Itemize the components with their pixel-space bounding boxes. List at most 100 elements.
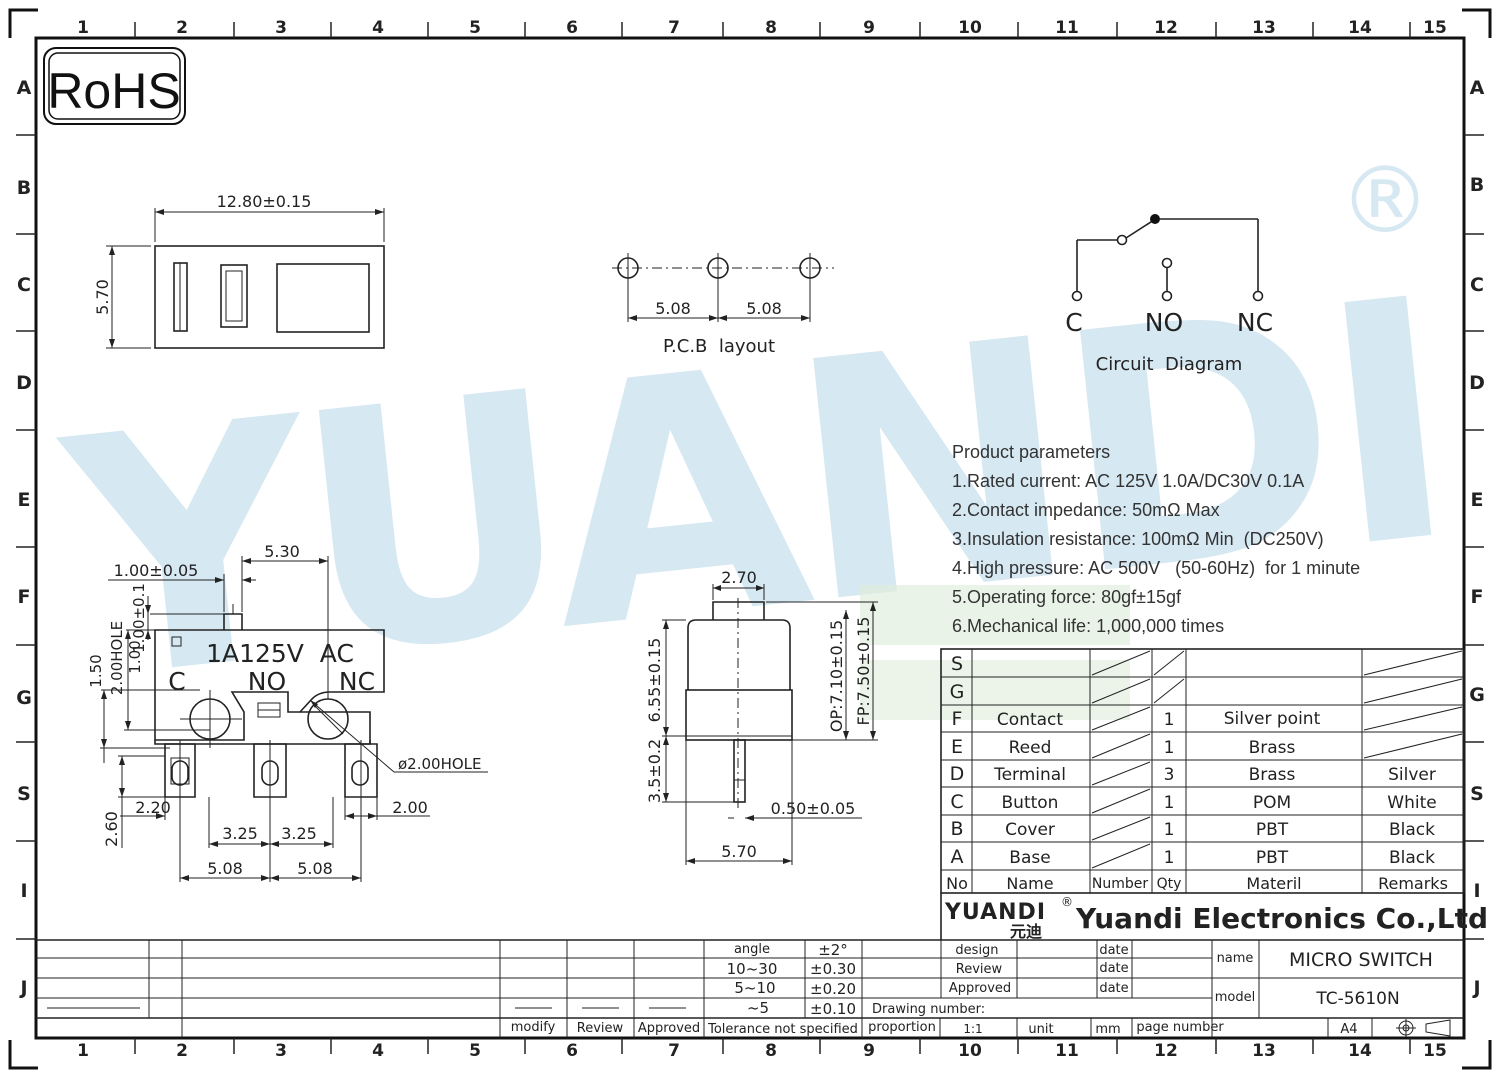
bom-no: D <box>950 763 965 785</box>
bom-material: Brass <box>1249 765 1296 785</box>
circuit-title: Circuit Diagram <box>1096 354 1243 375</box>
bom-qty: 1 <box>1164 848 1175 868</box>
column-label: 13 <box>1252 1041 1276 1061</box>
column-label: 15 <box>1423 1041 1447 1061</box>
dim-508-right: 5.08 <box>297 859 333 878</box>
circuit-c-label: C <box>1065 308 1082 337</box>
projection-symbol-icon <box>1396 1019 1451 1037</box>
row-label: J <box>18 977 27 999</box>
dim-100: 1.00 <box>126 640 144 673</box>
bom-no: A <box>951 846 964 868</box>
bom-header: No Name Number Qty Materil Remarks <box>946 874 1448 893</box>
column-label: 10 <box>958 1041 982 1061</box>
bom-header-qty: Qty <box>1157 876 1182 892</box>
mm-value: mm <box>1095 1022 1120 1037</box>
column-label: 11 <box>1055 1041 1079 1061</box>
column-label: 9 <box>863 18 875 38</box>
row-label: E <box>18 489 31 511</box>
column-label: 5 <box>469 18 481 38</box>
side-view <box>662 584 878 865</box>
bom-header-material: Materil <box>1246 874 1301 893</box>
pcb-pitch-right: 5.08 <box>746 299 782 318</box>
part-name-value: MICRO SWITCH <box>1289 949 1433 971</box>
bom-no: S <box>951 653 963 675</box>
model-label: model <box>1215 990 1255 1005</box>
name-label: name <box>1217 951 1254 966</box>
column-label: 1 <box>77 1041 89 1061</box>
dim-508-left: 5.08 <box>207 859 243 878</box>
dim-220: 2.20 <box>135 798 171 817</box>
column-label: 13 <box>1252 18 1276 38</box>
approved-col-label: Approved <box>638 1021 700 1036</box>
column-label: 14 <box>1348 18 1372 38</box>
column-label: 7 <box>668 1041 680 1061</box>
dim-100-01: 1.00±0.1 <box>130 583 148 653</box>
tolerance-footer: Tolerance not specified <box>707 1022 858 1037</box>
side-dim-35: 3.5±0.2 <box>645 739 664 803</box>
side-dim-655: 6.55±0.15 <box>645 638 664 723</box>
row-label: B <box>17 177 31 199</box>
dim-200: 2.00 <box>392 798 428 817</box>
bom-qty: 1 <box>1164 738 1175 758</box>
front-rating-label: 1A125V AC <box>206 639 354 668</box>
pcb-pitch-left: 5.08 <box>655 299 691 318</box>
date-label: date <box>1099 981 1128 996</box>
column-label: 8 <box>765 1041 777 1061</box>
tolerance-range: ~5 <box>747 999 769 1017</box>
bom-name: Reed <box>1009 738 1052 758</box>
dim-325-right: 3.25 <box>281 824 317 843</box>
bom-name: Terminal <box>993 765 1066 785</box>
row-labels-right: A B C D E F G S I J <box>1469 77 1485 999</box>
title-block-grid <box>36 939 1464 1038</box>
bom-no: G <box>950 681 965 703</box>
bom-material: POM <box>1253 793 1291 813</box>
row-label: A <box>17 77 32 99</box>
column-label: 6 <box>566 1041 578 1061</box>
bom-remarks: White <box>1387 793 1436 813</box>
column-labels-top: 1 2 3 4 5 6 7 8 9 10 11 12 13 14 15 <box>77 18 1447 38</box>
row-label: F <box>18 586 31 608</box>
bom-no: E <box>951 736 963 758</box>
dim-325-left: 3.25 <box>222 824 258 843</box>
row-tick-marks <box>16 134 1484 940</box>
bom-header-remarks: Remarks <box>1378 874 1448 893</box>
dim-260: 2.60 <box>102 811 121 847</box>
row-label: B <box>1470 174 1484 196</box>
hole-callout: ø2.00HOLE <box>398 755 482 773</box>
tolerance-range: angle <box>734 942 770 957</box>
approved-label: Approved <box>949 981 1011 996</box>
param-item: 5.Operating force: 80gf±15gf <box>952 587 1182 607</box>
front-nc-label: NC <box>339 667 375 696</box>
top-view-width-dim: 12.80±0.15 <box>217 192 312 211</box>
page-number-label: page number <box>1136 1020 1224 1035</box>
column-label: 12 <box>1154 1041 1178 1061</box>
dim-lever-width: 1.00±0.05 <box>114 561 199 580</box>
review-label: Review <box>956 962 1003 977</box>
top-view-height-dim: 5.70 <box>93 279 112 315</box>
column-label: 11 <box>1055 18 1079 38</box>
row-label: E <box>1471 489 1484 511</box>
bom-material: Silver point <box>1224 709 1321 729</box>
bom-material: PBT <box>1256 848 1289 868</box>
rohs-badge: RoHS <box>43 47 186 125</box>
bom-rows: S G F E D C B A Contact Reed Terminal Bu… <box>950 653 1437 868</box>
bom-name: Contact <box>997 710 1063 730</box>
column-label: 4 <box>372 18 384 38</box>
param-item: 2.Contact impedance: 50mΩ Max <box>952 500 1220 520</box>
param-item: 1.Rated current: AC 125V 1.0A/DC30V 0.1A <box>952 471 1305 491</box>
column-label: 14 <box>1348 1041 1372 1061</box>
revision-labels: modify Review Approved <box>511 1020 700 1036</box>
modify-label: modify <box>511 1020 556 1035</box>
design-label: design <box>955 943 998 958</box>
bom-qty: 1 <box>1164 820 1175 840</box>
column-label: 1 <box>77 18 89 38</box>
rohs-badge-text: RoHS <box>47 63 180 119</box>
row-label: G <box>1469 684 1485 706</box>
column-label: 7 <box>668 18 680 38</box>
front-c-label: C <box>168 667 185 696</box>
row-label: D <box>16 372 32 394</box>
row-label: I <box>1473 880 1480 902</box>
bom-no: F <box>952 708 963 730</box>
sheet-frame <box>8 8 1492 1070</box>
tolerance-value: ±2° <box>818 941 848 959</box>
